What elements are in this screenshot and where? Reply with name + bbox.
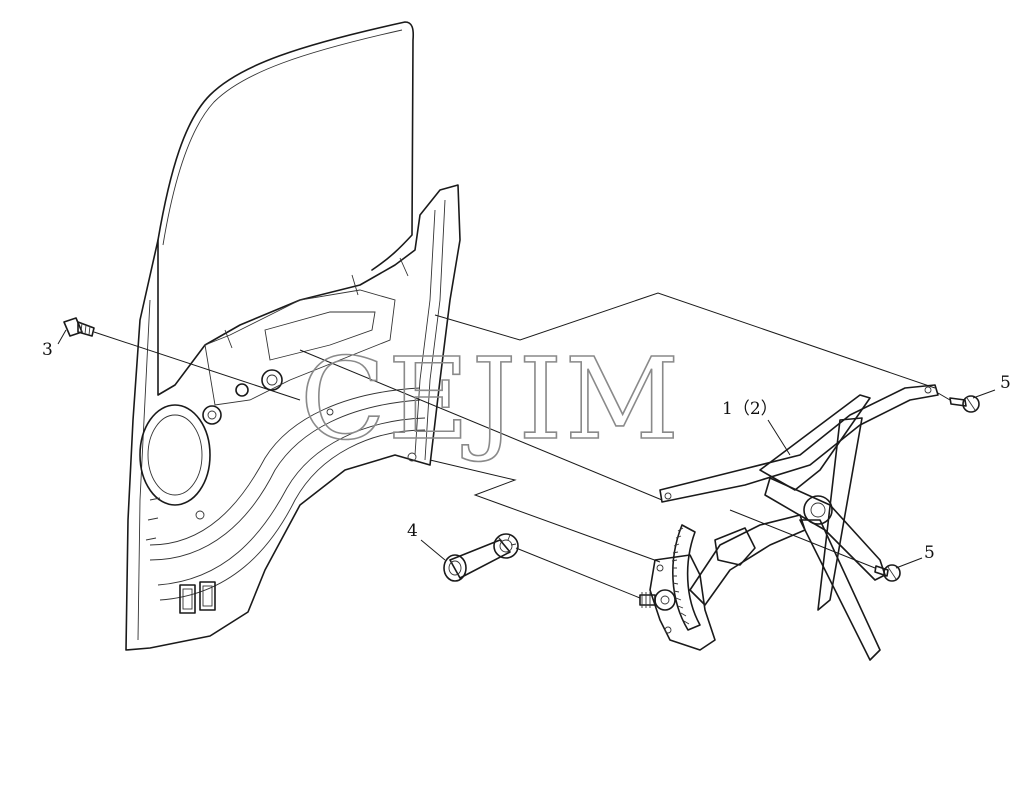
assembly-lines: [93, 292, 951, 599]
callout-1-2: 1（2）: [722, 399, 778, 419]
screw-icon-upper: [949, 395, 980, 413]
callout-3: 3: [42, 340, 53, 360]
callout-5-upper: 5: [1000, 373, 1011, 393]
window-glass-icon: [157, 21, 415, 271]
crank-handle-icon: [443, 533, 519, 582]
window-regulator-icon: [639, 384, 939, 661]
callout-leaders: [57, 329, 996, 569]
callout-5-lower: 5: [924, 543, 935, 563]
watermark: CEJIM: [300, 335, 681, 465]
screw-icon-lower: [874, 564, 901, 582]
callout-4: 4: [407, 521, 418, 541]
bolt-icon: [63, 317, 95, 337]
door-panel-icon: [125, 184, 461, 651]
